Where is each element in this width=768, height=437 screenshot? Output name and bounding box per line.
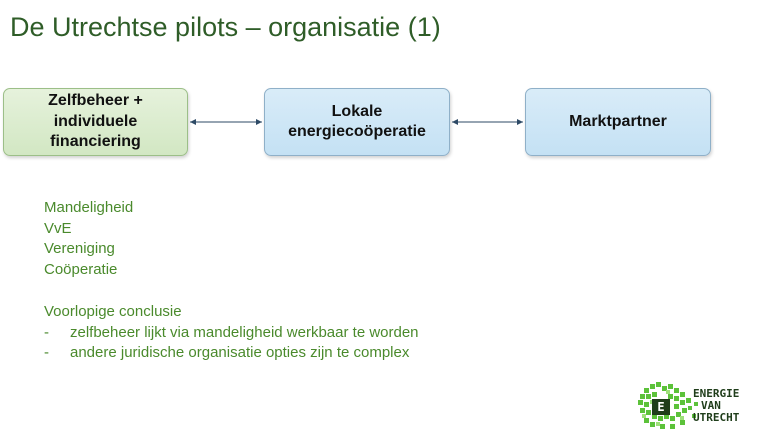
node-zelfbeheer: Zelfbeheer + individuele financiering <box>3 88 188 156</box>
conclusion-bullet: - andere juridische organisatie opties z… <box>44 343 419 364</box>
option-item: Coöperatie <box>44 260 118 278</box>
node-lokale-energiecooperatie: Lokale energiecoöperatie <box>264 88 450 156</box>
option-item: VvE <box>44 219 72 237</box>
node-zelfbeheer-line-2: individuele <box>53 112 138 130</box>
node-zelfbeheer-line-3: financiering <box>50 133 141 151</box>
logo-badge-letter: E <box>657 400 664 414</box>
option-item: Vereniging <box>44 240 115 257</box>
node-lokale-line-2: energiecoöperatie <box>288 123 426 140</box>
energie-van-utrecht-logo: E <box>638 382 698 429</box>
conclusion-block: Voorlopige conclusie - zelfbeheer lijkt … <box>44 302 419 364</box>
node-lokale-line-1: Lokale <box>331 102 383 120</box>
option-item: Mandeligheid <box>44 199 134 216</box>
node-zelfbeheer-line-1: Zelfbeheer + <box>48 92 143 110</box>
node-marktpartner-line-1: Marktpartner <box>569 112 667 130</box>
node-marktpartner: Marktpartner <box>525 88 711 156</box>
logo-line-van: VAN <box>701 399 721 412</box>
page-title: De Utrechtse pilots – organisatie (1) <box>10 12 441 42</box>
logo-wordmark: ENERGIE VAN UTRECHT <box>693 388 739 424</box>
options-list: Mandeligheid VvE Vereniging Coöperatie <box>44 198 133 280</box>
bullet-text: zelfbeheer lijkt via mandeligheid werkba… <box>70 323 419 341</box>
conclusion-heading: Voorlopige conclusie <box>44 303 182 320</box>
logo-line-energie: ENERGIE <box>693 387 740 400</box>
logo-line-utrecht: UTRECHT <box>693 411 740 424</box>
bullet-text: andere juridische organisatie opties zij… <box>70 344 410 361</box>
conclusion-bullet: - zelfbeheer lijkt via mandeligheid werk… <box>44 323 419 344</box>
bullet-marker: - <box>44 323 49 341</box>
bullet-marker: - <box>44 344 49 361</box>
